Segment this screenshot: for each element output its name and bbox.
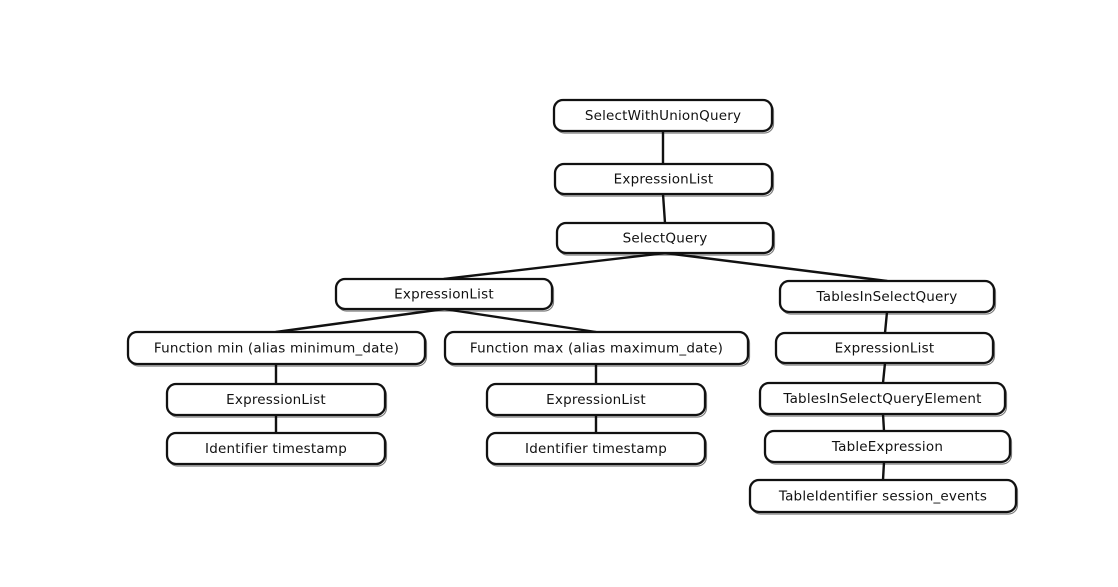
node-box <box>126 330 427 366</box>
node-label: ExpressionList <box>835 341 935 357</box>
node-label: SelectQuery <box>623 231 708 247</box>
node-box <box>334 277 554 311</box>
node-box <box>555 221 775 255</box>
edge-n13-n14 <box>881 460 886 482</box>
node-label: ExpressionList <box>614 172 714 188</box>
node-box <box>763 429 1012 464</box>
node-expressionlist[interactable]: ExpressionList <box>334 277 555 312</box>
node-expressionlist[interactable]: ExpressionList <box>774 331 996 366</box>
node-selectquery[interactable]: SelectQuery <box>555 221 776 256</box>
edge-layer <box>274 129 889 482</box>
node-identifier-timestamp[interactable]: Identifier timestamp <box>165 431 388 467</box>
edge-n4-n7 <box>883 310 889 335</box>
node-label: Function min (alias minimum_date) <box>154 341 399 357</box>
node-box <box>443 330 750 366</box>
node-tablesinselectquery[interactable]: TablesInSelectQuery <box>778 279 997 315</box>
edge-n3-n6 <box>442 307 598 334</box>
node-box <box>758 381 1007 416</box>
node-function-max-alias-maximum-date[interactable]: Function max (alias maximum_date) <box>443 330 751 367</box>
node-box <box>778 279 996 314</box>
node-label: TableIdentifier session_events <box>778 489 987 505</box>
node-selectwithunionquery[interactable]: SelectWithUnionQuery <box>552 98 775 134</box>
node-expressionlist[interactable]: ExpressionList <box>165 382 388 418</box>
node-label: ExpressionList <box>394 287 494 303</box>
node-box <box>485 382 707 417</box>
node-label: TableExpression <box>831 439 943 455</box>
node-label: ExpressionList <box>226 392 326 408</box>
node-label: SelectWithUnionQuery <box>585 108 741 124</box>
edge-n1-n2 <box>661 192 667 225</box>
node-box <box>774 331 995 365</box>
node-tableidentifier-session-events[interactable]: TableIdentifier session_events <box>748 478 1019 515</box>
node-label: ExpressionList <box>546 392 646 408</box>
edge-n2-n3 <box>442 251 667 281</box>
node-box <box>485 431 707 466</box>
node-function-min-alias-minimum-date[interactable]: Function min (alias minimum_date) <box>126 330 428 367</box>
node-label: Function max (alias maximum_date) <box>470 341 723 357</box>
node-identifier-timestamp[interactable]: Identifier timestamp <box>485 431 708 467</box>
node-box <box>165 382 387 417</box>
node-layer: SelectWithUnionQueryExpressionListSelect… <box>126 98 1019 515</box>
node-label: Identifier timestamp <box>525 441 667 457</box>
node-tablesinselectqueryelement[interactable]: TablesInSelectQueryElement <box>758 381 1008 417</box>
node-box <box>552 98 774 133</box>
edge-n2-n4 <box>663 251 889 283</box>
edge-n10-n13 <box>881 412 886 433</box>
edge-n3-n5 <box>274 307 446 334</box>
node-expressionlist[interactable]: ExpressionList <box>485 382 708 418</box>
node-box <box>165 431 387 466</box>
node-label: TablesInSelectQueryElement <box>782 391 981 407</box>
node-box <box>748 478 1018 514</box>
node-label: Identifier timestamp <box>205 441 347 457</box>
node-tableexpression[interactable]: TableExpression <box>763 429 1013 465</box>
node-label: TablesInSelectQuery <box>816 289 958 305</box>
edge-n7-n10 <box>881 361 887 385</box>
node-box <box>553 162 774 196</box>
node-expressionlist[interactable]: ExpressionList <box>553 162 775 197</box>
